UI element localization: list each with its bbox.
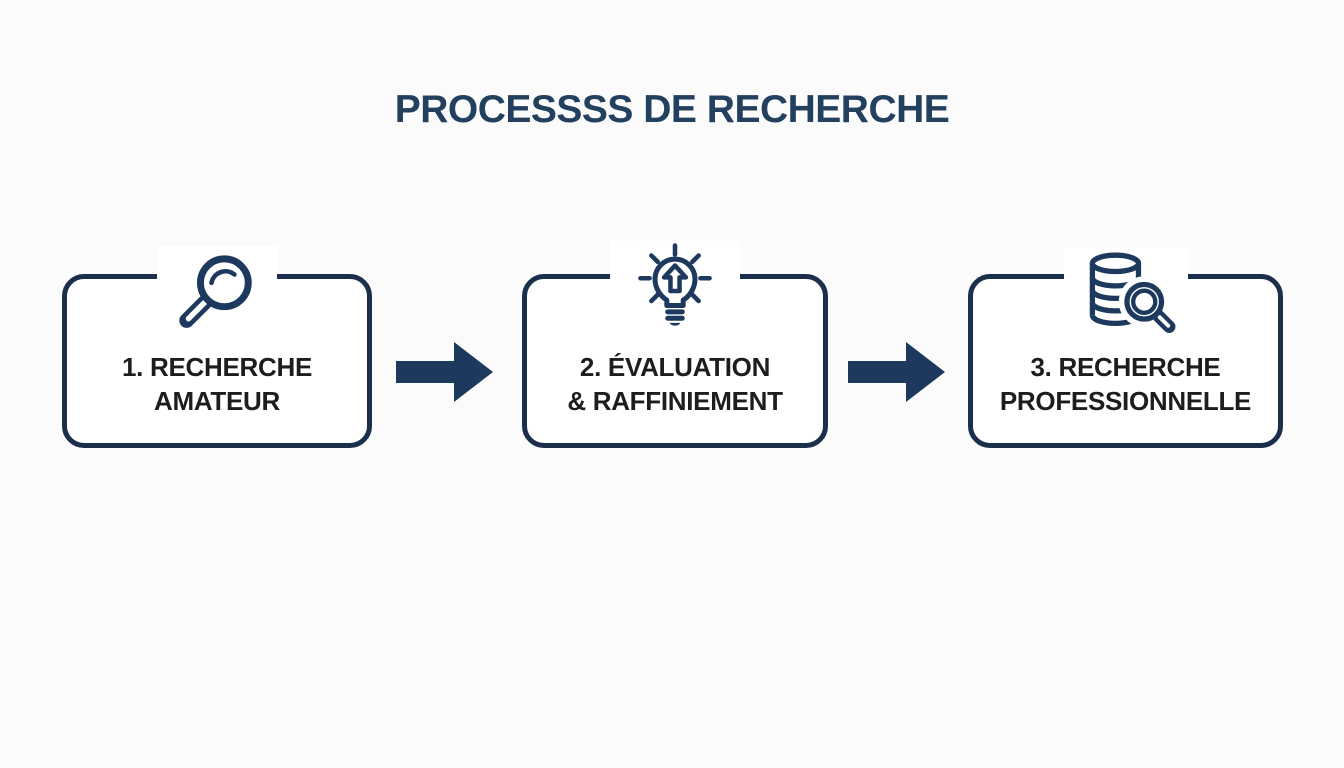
step-box-evaluation-raffiniement: 2. ÉVALUATION & RAFFINIEMENT [522, 241, 828, 448]
step-label: 2. ÉVALUATION & RAFFINIEMENT [567, 350, 783, 418]
step-label-line2: AMATEUR [154, 386, 280, 416]
database-search-icon [1063, 248, 1188, 344]
magnifying-glass-icon [157, 246, 277, 338]
flow-arrow-icon [396, 342, 493, 402]
lightbulb-arrow-up-icon [610, 241, 740, 341]
step-label-line2: PROFESSIONNELLE [999, 386, 1252, 416]
step-box-recherche-professionnelle: 3. RECHERCHE PROFESSIONNELLE [968, 248, 1283, 448]
step-label-line2: & RAFFINIEMENT [567, 386, 783, 416]
page-title: PROCESSSS DE RECHERCHE [394, 88, 950, 131]
flow-arrow-icon [848, 342, 945, 402]
step-label-line1: 2. ÉVALUATION [579, 352, 771, 382]
step-label: 1. RECHERCHE AMATEUR [122, 350, 312, 418]
step-label-line1: 1. RECHERCHE [122, 352, 312, 382]
step-label-line1: 3. RECHERCHE [1030, 352, 1221, 382]
step-label: 3. RECHERCHE PROFESSIONNELLE [999, 350, 1252, 418]
step-box-recherche-amateur: 1. RECHERCHE AMATEUR [62, 246, 372, 448]
